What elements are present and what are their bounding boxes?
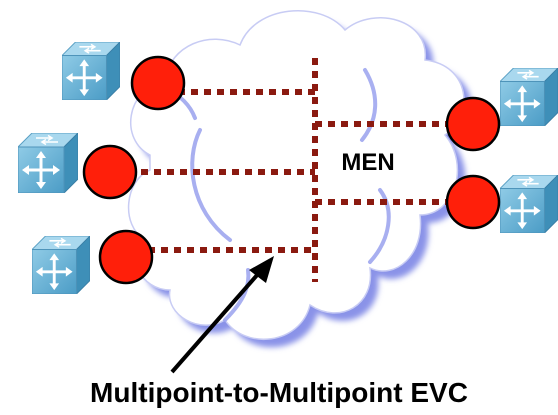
caption-arrow	[170, 256, 274, 374]
uni-circle-icon	[445, 96, 501, 152]
switch-cube-icon	[18, 133, 78, 193]
cloud-label: MEN	[341, 149, 394, 176]
cloud-inner-shading	[163, 68, 391, 322]
arrow-shaft	[170, 272, 260, 374]
arrow-head	[249, 256, 274, 283]
switch-cube-icon	[500, 175, 558, 233]
evc-lines	[115, 58, 470, 282]
uni-circle-icon	[130, 55, 186, 111]
uni-circle-icon	[445, 174, 501, 230]
switch-cube-icon	[32, 236, 90, 294]
uni-circles	[82, 55, 501, 285]
uni-circle-icon	[82, 144, 138, 200]
cloud-body	[127, 10, 465, 341]
men-cloud	[127, 10, 472, 348]
diagram-caption: Multipoint-to-Multipoint EVC	[90, 377, 468, 408]
switch-cube-icon	[62, 42, 120, 100]
uni-circle-icon	[98, 229, 154, 285]
switch-cube-icon	[500, 68, 558, 126]
